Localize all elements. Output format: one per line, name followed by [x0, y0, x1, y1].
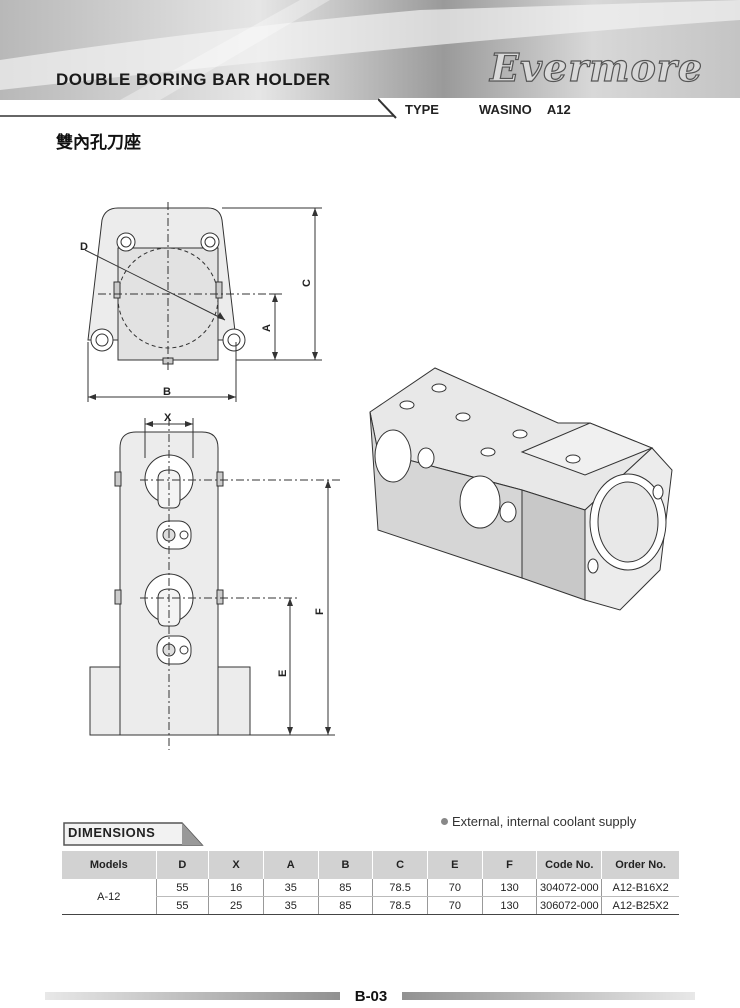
dimensions-table: Models D X A B C E F Code No. Order No. … [62, 851, 679, 915]
col-header: A [262, 851, 319, 879]
dim-label-e: E [277, 670, 289, 677]
table-header-row: Models D X A B C E F Code No. Order No. [62, 851, 679, 879]
technical-drawing: D B A C X E F [80, 202, 673, 750]
table-cell: 55 [155, 879, 209, 897]
table-cell: 306072-000 [536, 896, 602, 915]
table-cell: 16 [208, 879, 264, 897]
type-label: TYPE [405, 102, 439, 117]
table-cell: 78.5 [372, 896, 428, 915]
table-cell: 55 [155, 896, 209, 915]
col-header: F [481, 851, 537, 879]
isometric-view [369, 367, 673, 611]
table-row: 55 25 35 85 78.5 70 130 306072-000 A12-B… [62, 896, 679, 915]
brand-logo: Evermore [489, 44, 703, 90]
dim-label-x: X [164, 412, 172, 424]
table-cell: 70 [427, 896, 483, 915]
bullet-icon [441, 818, 448, 825]
page-number: B-03 [354, 988, 388, 1005]
dim-label-d: D [80, 241, 88, 253]
table-cell: 35 [262, 896, 319, 915]
table-cell: A12-B16X2 [601, 879, 679, 897]
col-header: E [427, 851, 483, 879]
table-cell: A12-B25X2 [601, 896, 679, 915]
header-background [0, 0, 740, 120]
col-header: B [317, 851, 373, 879]
page-number-tab [340, 986, 402, 1008]
table-row: A-12 55 16 35 85 78.5 70 130 304072-000 … [62, 879, 679, 915]
col-header: Code No. [536, 851, 602, 879]
table-cell: 78.5 [372, 879, 428, 897]
type-value: WASINO A12 [479, 102, 571, 117]
table-cell: 130 [481, 896, 537, 915]
dim-label-f: F [314, 608, 326, 615]
dim-label-c: C [301, 279, 313, 287]
dimensions-tab-label: DIMENSIONS [68, 825, 156, 840]
chinese-title: 雙內孔刀座 [56, 133, 141, 152]
table-cell: 85 [317, 879, 373, 897]
table-cell: 70 [427, 879, 483, 897]
table-cell: 25 [208, 896, 264, 915]
table-cell: 304072-000 [536, 879, 602, 897]
col-header: X [208, 851, 264, 879]
model-cell: A-12 [62, 879, 157, 915]
side-view [89, 418, 340, 750]
table-cell: 85 [317, 896, 373, 915]
page-title: DOUBLE BORING BAR HOLDER [56, 70, 331, 89]
table-cell: 35 [262, 879, 319, 897]
dim-label-b: B [163, 386, 171, 398]
col-header: D [155, 851, 209, 879]
front-view [84, 202, 285, 370]
col-header: C [372, 851, 428, 879]
table-cell: 130 [481, 879, 537, 897]
coolant-note: External, internal coolant supply [441, 814, 636, 829]
dim-label-a: A [261, 324, 273, 332]
col-header: Models [62, 851, 157, 879]
dimensions-tab [62, 821, 204, 847]
col-header: Order No. [601, 851, 679, 879]
type-bar [378, 98, 740, 122]
